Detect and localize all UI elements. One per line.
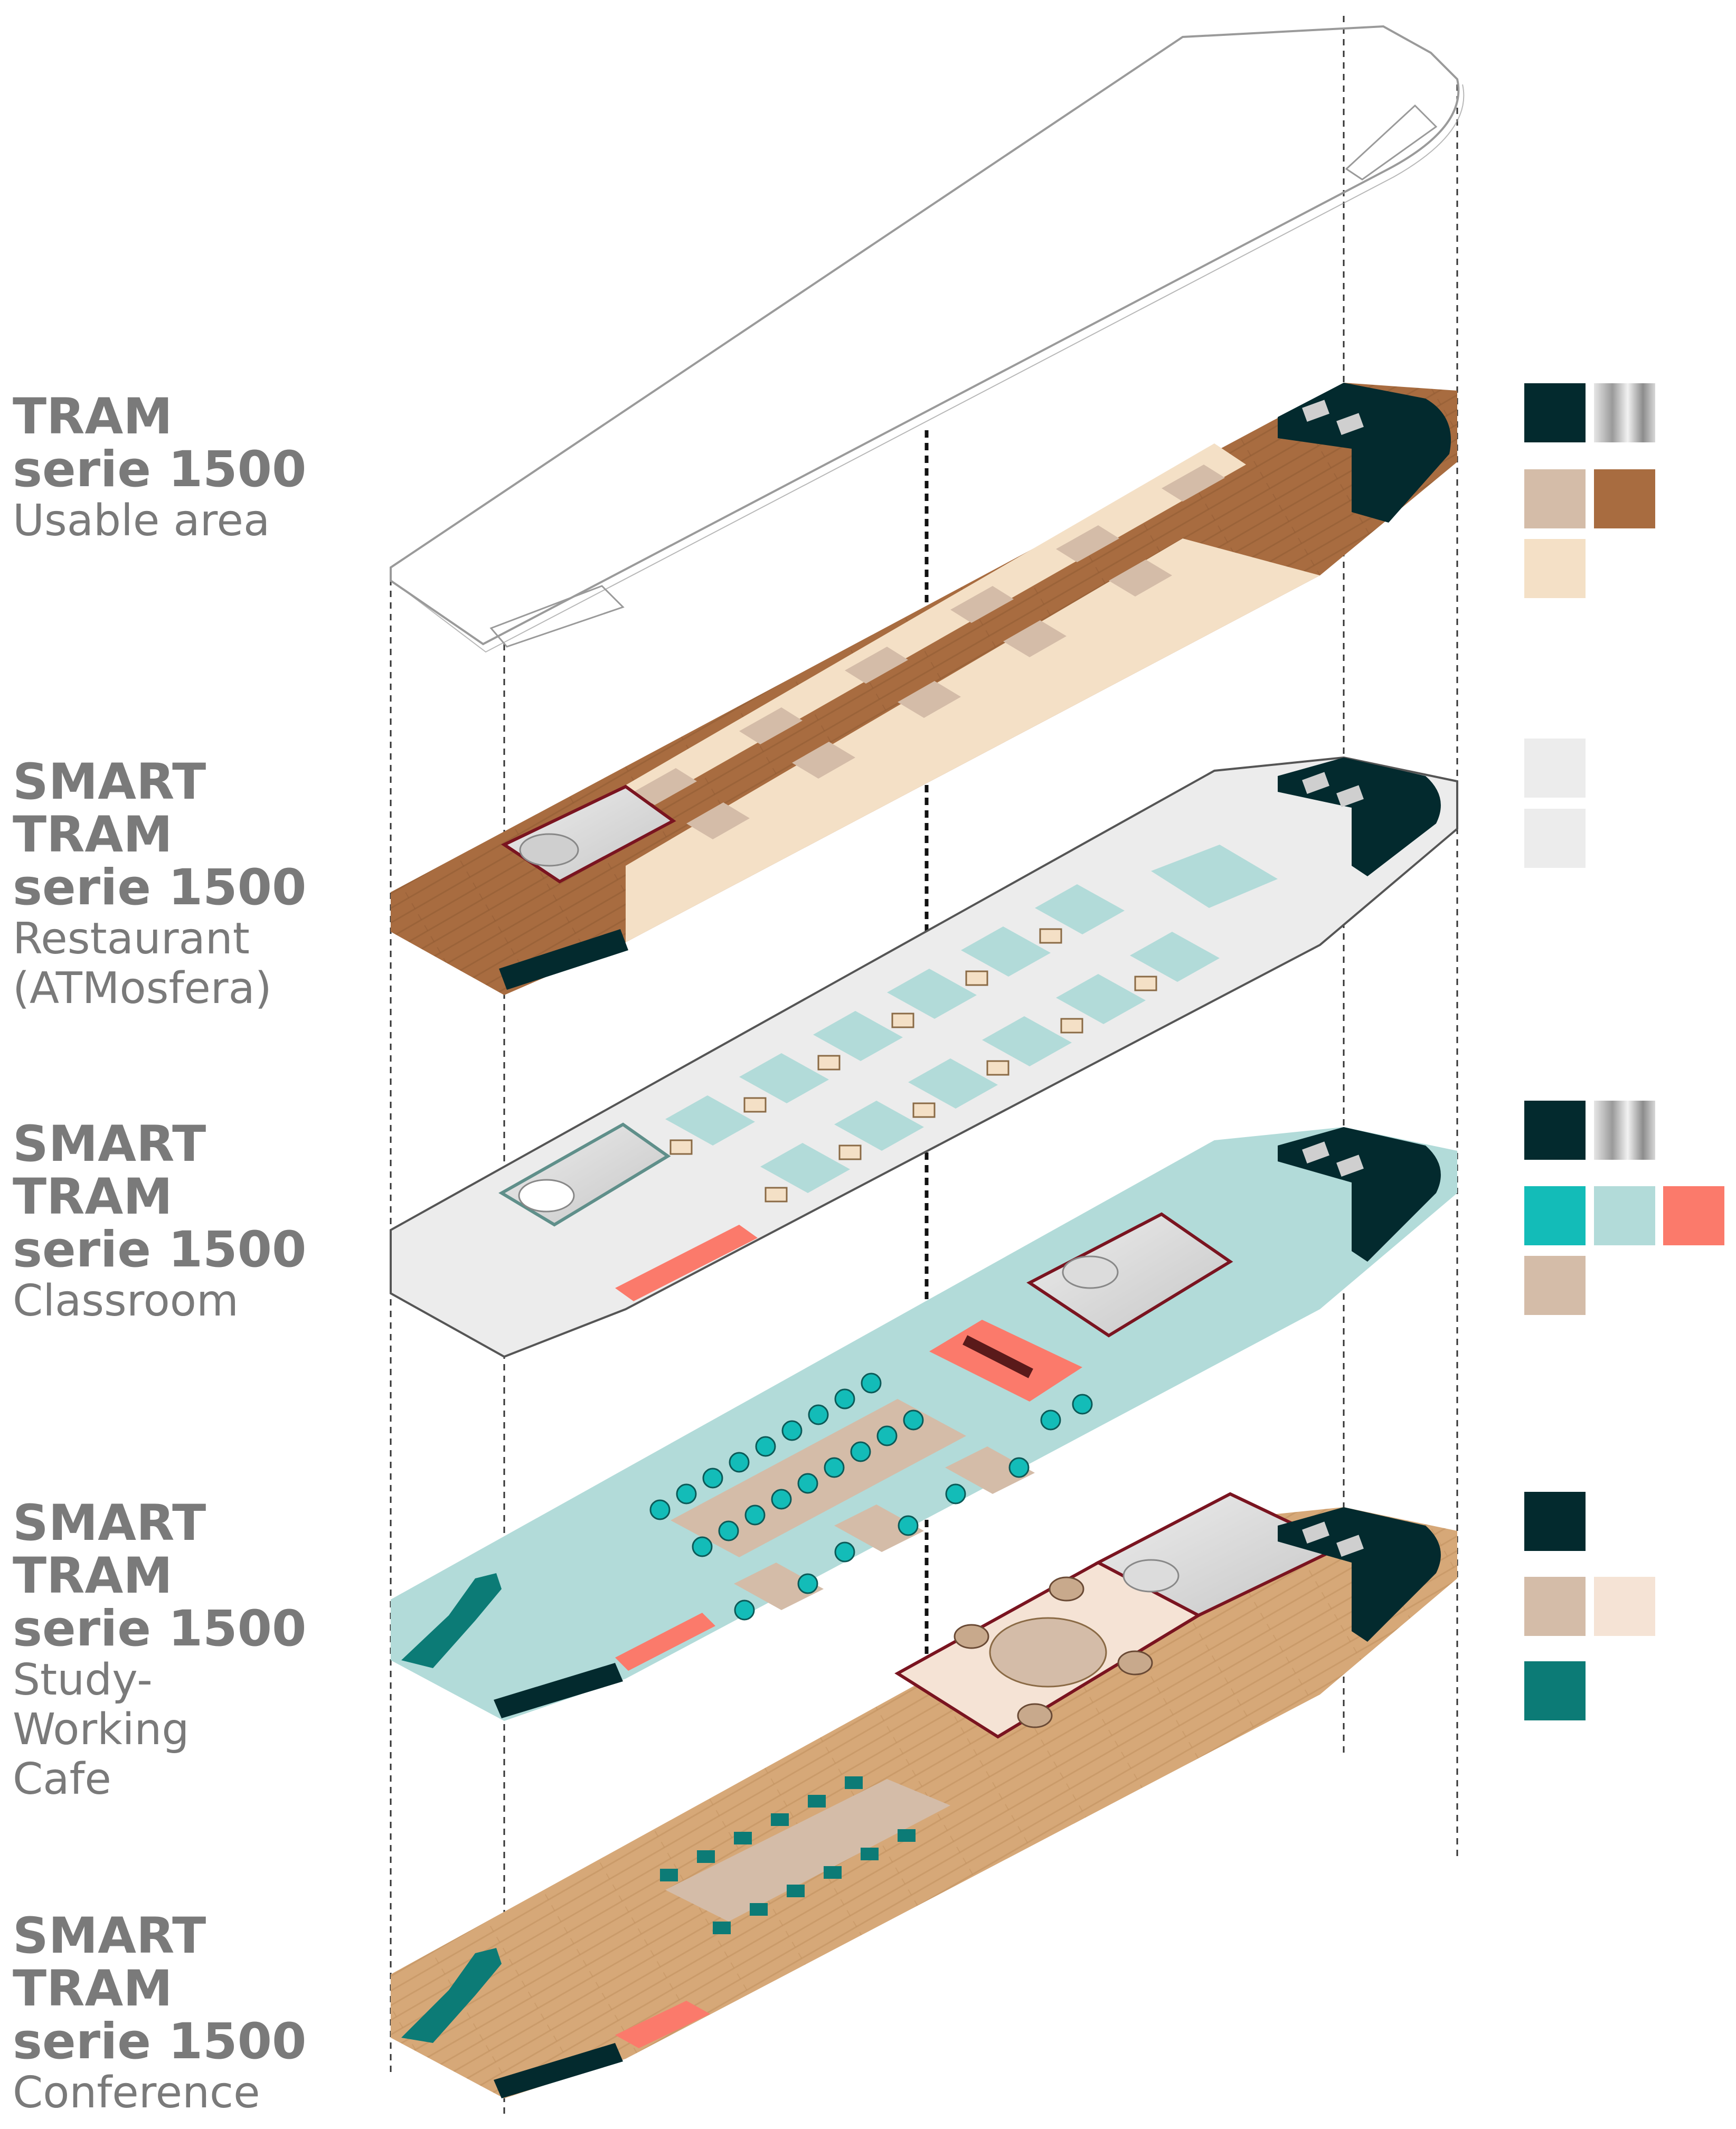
layer-label-study-working-cafe: SMART TRAM serie 1500 Study- Working Caf…	[13, 1497, 382, 1804]
label-line: serie 1500	[13, 859, 307, 916]
swatch-wood-brown	[1594, 469, 1655, 528]
label-line: TRAM	[13, 806, 173, 864]
swatch-metal-gradient	[1594, 383, 1655, 442]
label-line: serie 1500	[13, 1221, 307, 1279]
label-line: serie 1500	[13, 2013, 307, 2070]
cab-front	[1278, 1127, 1441, 1262]
swatch-dark-teal	[1524, 383, 1586, 442]
swatch-pale-teal	[1594, 1186, 1655, 1245]
counter	[615, 1225, 758, 1301]
swatch-turquoise	[1524, 1186, 1586, 1245]
layer-usable-area	[391, 383, 1457, 995]
swatch-light-peach	[1594, 1577, 1655, 1636]
label-line: SMART	[13, 1907, 206, 1965]
label-line: TRAM	[13, 1168, 173, 1226]
layer-restaurant	[390, 756, 1458, 1358]
label-line: Classroom	[13, 1276, 239, 1326]
cab-front	[1278, 1507, 1441, 1642]
label-line: Restaurant	[13, 914, 250, 964]
swatch-salmon	[1663, 1186, 1724, 1245]
rear-console	[494, 2043, 623, 2098]
label-line: Conference	[13, 2068, 260, 2118]
counter	[615, 1613, 715, 1671]
label-line: (ATMosfera)	[13, 963, 272, 1014]
label-line: TRAM	[13, 1547, 173, 1605]
seat-bands	[634, 465, 1225, 839]
tram-roof-outline	[390, 25, 1465, 653]
layer-label-restaurant: SMART TRAM serie 1500 Restaurant (ATMosf…	[13, 756, 382, 1014]
label-line: TRAM	[13, 388, 173, 446]
swatch-dark-teal	[1524, 1101, 1586, 1160]
cafe-chairs	[954, 1576, 1153, 1728]
rear-console	[499, 929, 628, 990]
label-line: TRAM	[13, 1960, 173, 2018]
label-line: Usable area	[13, 496, 270, 546]
conference-table	[665, 1779, 950, 1922]
cafe-table	[989, 1617, 1107, 1688]
layer-label-classroom: SMART TRAM serie 1500 Classroom	[13, 1118, 382, 1326]
swatch-metal-gradient	[1594, 1101, 1655, 1160]
label-line: Cafe	[13, 1754, 111, 1804]
label-line: SMART	[13, 753, 206, 811]
label-line: SMART	[13, 1115, 206, 1173]
counter	[615, 2001, 710, 2048]
label-line: serie 1500	[13, 1600, 307, 1658]
conference-chairs	[660, 1776, 916, 1934]
swatch-beige	[1524, 469, 1586, 528]
label-line: SMART	[13, 1494, 206, 1552]
label-line: Working	[13, 1705, 190, 1755]
label-line: Study-	[13, 1655, 153, 1705]
swatch-light-gray	[1524, 739, 1586, 798]
rear-bench	[401, 1948, 502, 2043]
swatch-beige	[1524, 1577, 1586, 1636]
rear-console	[494, 1663, 623, 1718]
layer-label-conference: SMART TRAM serie 1500 Conference	[13, 1910, 382, 2118]
rear-bench	[401, 1573, 502, 1668]
restaurant-chairs	[669, 928, 1157, 1203]
layer-label-usable-area: TRAM serie 1500 Usable area	[13, 391, 382, 546]
swatch-beige	[1524, 1256, 1586, 1315]
toilet-room	[1026, 1212, 1233, 1338]
swatch-cream	[1524, 539, 1586, 598]
layer-classroom	[391, 1127, 1457, 1721]
cab-front	[1278, 383, 1451, 523]
swatch-deep-teal	[1524, 1661, 1586, 1720]
layer-conference	[391, 1492, 1457, 2098]
swatch-dark-teal	[1524, 1492, 1586, 1551]
restaurant-tables	[665, 845, 1278, 1193]
classroom-chairs	[649, 1373, 1093, 1621]
swatch-light-gray	[1524, 809, 1586, 868]
label-line: serie 1500	[13, 441, 307, 498]
